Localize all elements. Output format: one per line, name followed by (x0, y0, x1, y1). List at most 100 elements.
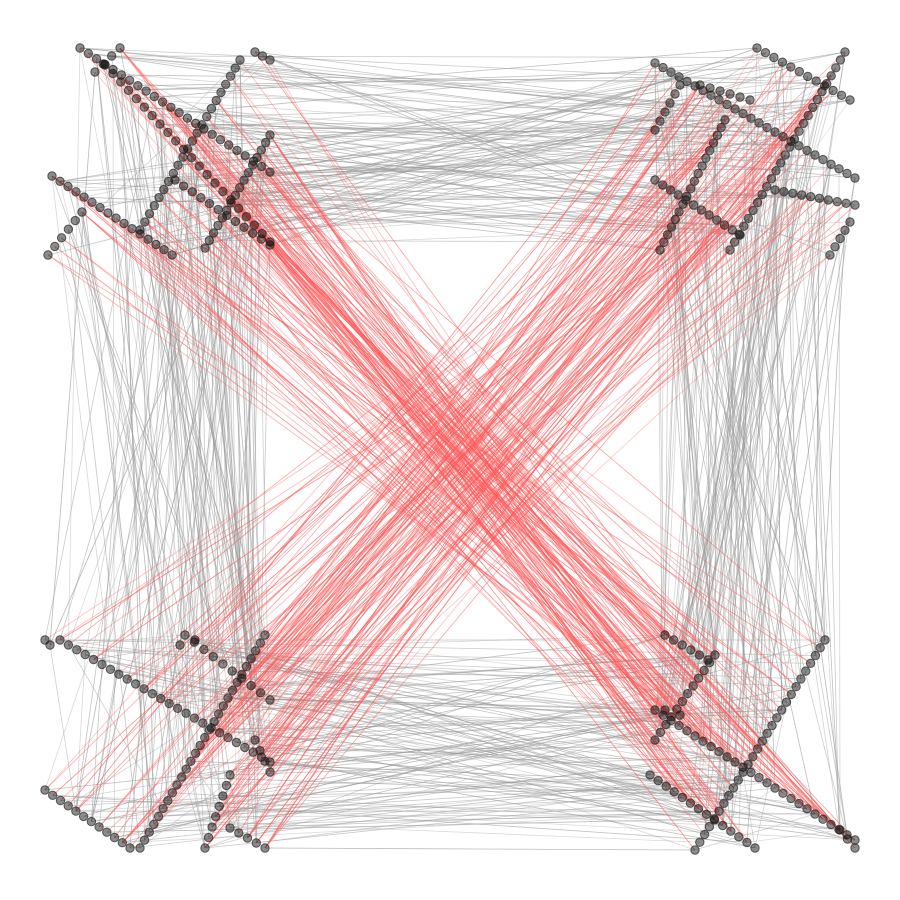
diagonal-edge (131, 228, 841, 831)
graph-node (240, 742, 250, 753)
edge (122, 810, 720, 844)
graph-node (762, 728, 772, 738)
edge (144, 106, 840, 170)
graph-node (754, 118, 764, 128)
graph-node (704, 210, 714, 220)
edge (208, 240, 271, 773)
graph-node (214, 801, 225, 811)
graph-node (186, 153, 197, 163)
graph-node (63, 801, 73, 811)
graph-node (265, 167, 275, 177)
graph-node (805, 658, 816, 668)
graph-node (698, 736, 708, 746)
edge (195, 123, 800, 147)
graph-node (794, 798, 804, 809)
graph-node (103, 208, 113, 218)
diagonal-edge (75, 90, 834, 812)
graph-node (722, 752, 732, 762)
graph-node (836, 90, 847, 101)
edge (694, 181, 699, 679)
graph-node (140, 217, 150, 227)
graph-node (198, 718, 208, 728)
diagonal-edge (252, 232, 710, 663)
graph-node (204, 725, 215, 735)
graph-node (745, 95, 755, 105)
edge-layer-diagonal (44, 47, 856, 851)
graph-node (781, 697, 792, 707)
graph-node (757, 189, 767, 200)
edge (190, 761, 240, 834)
edge (269, 76, 680, 246)
diagonal-edge (204, 107, 814, 849)
edge (139, 756, 262, 849)
graph-node (55, 176, 65, 187)
graph-node (690, 731, 700, 741)
graph-node (116, 77, 126, 87)
graph-node (248, 747, 258, 757)
graph-node (735, 230, 745, 240)
edge (713, 85, 825, 144)
diagonal-edge (261, 179, 656, 758)
graph-node (678, 199, 688, 209)
edge (250, 658, 667, 787)
graph-node (789, 134, 800, 144)
graph-node (114, 669, 124, 679)
graph-node (670, 214, 680, 225)
graph-node (786, 793, 796, 804)
graph-node (218, 701, 229, 711)
graph-node (696, 205, 707, 215)
edge (104, 64, 252, 659)
edge (217, 80, 817, 226)
edge (694, 181, 724, 826)
diagonal-edge (215, 100, 778, 719)
graph-node (251, 646, 261, 656)
graph-node (209, 717, 219, 727)
edge (722, 234, 740, 826)
diagonal-edge (51, 175, 704, 742)
graph-node (178, 181, 189, 191)
diagonal-edge (199, 91, 823, 746)
edge (803, 123, 841, 831)
graph-node (762, 778, 772, 788)
graph-node (835, 233, 845, 244)
graph-node (669, 787, 679, 797)
graph-node (660, 107, 670, 117)
diagonal-edge (75, 191, 699, 809)
graph-node (842, 168, 852, 179)
graph-node (190, 748, 201, 758)
graph-node (686, 645, 696, 655)
diagonal-edge (143, 84, 701, 690)
graph-node (45, 640, 55, 650)
edge (101, 664, 715, 821)
diagonal-edge (175, 140, 778, 719)
edge (151, 115, 257, 651)
graph-node (186, 756, 196, 766)
edge (160, 142, 267, 699)
diagonal-edge (44, 127, 722, 791)
graph-node (163, 127, 173, 138)
graph-node (47, 171, 57, 181)
graph-node (260, 843, 270, 853)
graph-node (720, 115, 730, 125)
graph-node (195, 740, 205, 751)
graph-node (714, 746, 724, 757)
edge (807, 115, 826, 641)
graph-node (210, 178, 220, 188)
diagonal-edge (211, 203, 684, 828)
diagonal-edge (122, 218, 749, 843)
edge (158, 197, 245, 228)
edge (738, 234, 826, 641)
graph-node (182, 113, 193, 123)
edge (154, 96, 813, 108)
graph-node (102, 827, 112, 837)
graph-node (785, 142, 795, 152)
edge (254, 47, 758, 226)
edge (694, 813, 816, 851)
diagonal-edge (209, 240, 758, 750)
edge (111, 55, 774, 58)
diagonal-edge (44, 219, 676, 641)
graph-node (673, 190, 683, 200)
graph-node (261, 137, 271, 148)
edge (254, 51, 671, 104)
diagonal-edge (54, 246, 736, 763)
